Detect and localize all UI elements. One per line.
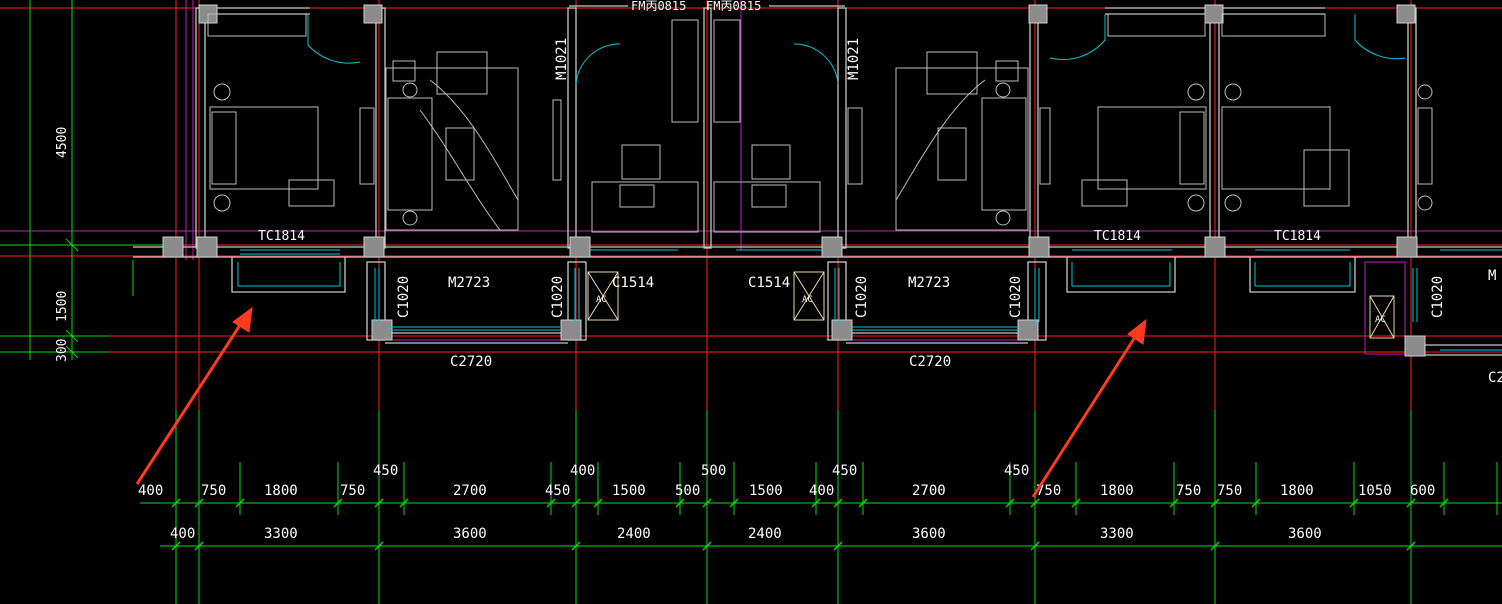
c2720-label-left: C2720 bbox=[450, 354, 492, 370]
dim-l5: 2400 bbox=[748, 526, 782, 542]
dim-u9: 1500 bbox=[749, 483, 783, 499]
left-dimension-chain bbox=[0, 0, 176, 360]
ac-units bbox=[587, 271, 1395, 339]
tc1814-label-c: TC1814 bbox=[1274, 229, 1321, 244]
furniture bbox=[207, 13, 1433, 233]
dim-texts-top: 450 400 500 450 450 bbox=[373, 463, 1029, 479]
dim-l1: 400 bbox=[170, 526, 195, 542]
magenta-guides bbox=[0, 0, 1502, 355]
dim-u8: 500 bbox=[675, 483, 700, 499]
dim-300: 300 bbox=[55, 339, 70, 362]
dim-l4: 2400 bbox=[617, 526, 651, 542]
arrow-left bbox=[135, 306, 253, 485]
dim-u15: 750 bbox=[1217, 483, 1242, 499]
door-label-fm-2: FM丙0815 bbox=[706, 0, 761, 13]
m1021-label-right: M1021 bbox=[846, 38, 862, 80]
dim-u16: 1800 bbox=[1280, 483, 1314, 499]
window-frames bbox=[237, 14, 1502, 351]
dim-top-400: 400 bbox=[570, 463, 595, 479]
door-label-fm-1: FM丙0815 bbox=[631, 0, 686, 13]
dim-l6: 3600 bbox=[912, 526, 946, 542]
dim-u17: 1050 bbox=[1358, 483, 1392, 499]
tc1814-label-a: TC1814 bbox=[258, 229, 305, 244]
ac-label-1: AC bbox=[596, 295, 607, 305]
dim-u14: 750 bbox=[1176, 483, 1201, 499]
dim-u12: 750 bbox=[1036, 483, 1061, 499]
dim-u2: 750 bbox=[201, 483, 226, 499]
annotation-arrows bbox=[135, 306, 1147, 498]
dim-u18: 600 bbox=[1410, 483, 1435, 499]
c1020-label-c: C1020 bbox=[854, 276, 870, 318]
dim-texts-upper: 400 750 1800 750 2700 450 1500 500 1500 … bbox=[138, 483, 1435, 499]
m2723-label-right: M2723 bbox=[908, 275, 950, 291]
dim-u4: 750 bbox=[340, 483, 365, 499]
dim-top-450-c: 450 bbox=[1004, 463, 1029, 479]
dim-u11: 2700 bbox=[912, 483, 946, 499]
c1514-label-left: C1514 bbox=[612, 275, 654, 291]
dim-texts-lower: 400 3300 3600 2400 2400 3600 3300 3600 bbox=[170, 526, 1322, 542]
dim-top-450-b: 450 bbox=[832, 463, 857, 479]
tc1814-label-b: TC1814 bbox=[1094, 229, 1141, 244]
dim-u3: 1800 bbox=[264, 483, 298, 499]
dim-u1: 400 bbox=[138, 483, 163, 499]
dim-l8: 3600 bbox=[1288, 526, 1322, 542]
m2723-label-left: M2723 bbox=[448, 275, 490, 291]
dim-4500: 4500 bbox=[55, 127, 70, 158]
m1021-label-left: M1021 bbox=[554, 38, 570, 80]
dim-u7: 1500 bbox=[612, 483, 646, 499]
bottom-dimension-lines bbox=[140, 410, 1502, 604]
dim-ticks bbox=[171, 498, 1449, 551]
dim-l7: 3300 bbox=[1100, 526, 1134, 542]
c1020-label-b: C1020 bbox=[550, 276, 566, 318]
c1020-label-e: C1020 bbox=[1430, 276, 1446, 318]
c1020-label-a: C1020 bbox=[396, 276, 412, 318]
dim-top-500: 500 bbox=[701, 463, 726, 479]
c-label-cut: C2 bbox=[1488, 370, 1502, 386]
labels: FM丙0815 FM丙0815 TC1814 TC1814 TC1814 M27… bbox=[258, 0, 1502, 386]
dim-1500: 1500 bbox=[55, 291, 70, 322]
dim-u13: 1800 bbox=[1100, 483, 1134, 499]
dim-u10: 400 bbox=[809, 483, 834, 499]
dim-u5: 2700 bbox=[453, 483, 487, 499]
ac-label-2: AC bbox=[802, 295, 813, 305]
c2720-label-right: C2720 bbox=[909, 354, 951, 370]
dim-top-450-a: 450 bbox=[373, 463, 398, 479]
m-label-cut: M bbox=[1488, 268, 1496, 284]
dim-u6: 450 bbox=[545, 483, 570, 499]
dim-l2: 3300 bbox=[264, 526, 298, 542]
arrow-right bbox=[1031, 318, 1147, 498]
c1020-label-d: C1020 bbox=[1008, 276, 1024, 318]
ac-label-3: AC bbox=[1375, 315, 1386, 325]
c1514-label-right: C1514 bbox=[748, 275, 790, 291]
dim-l3: 3600 bbox=[453, 526, 487, 542]
